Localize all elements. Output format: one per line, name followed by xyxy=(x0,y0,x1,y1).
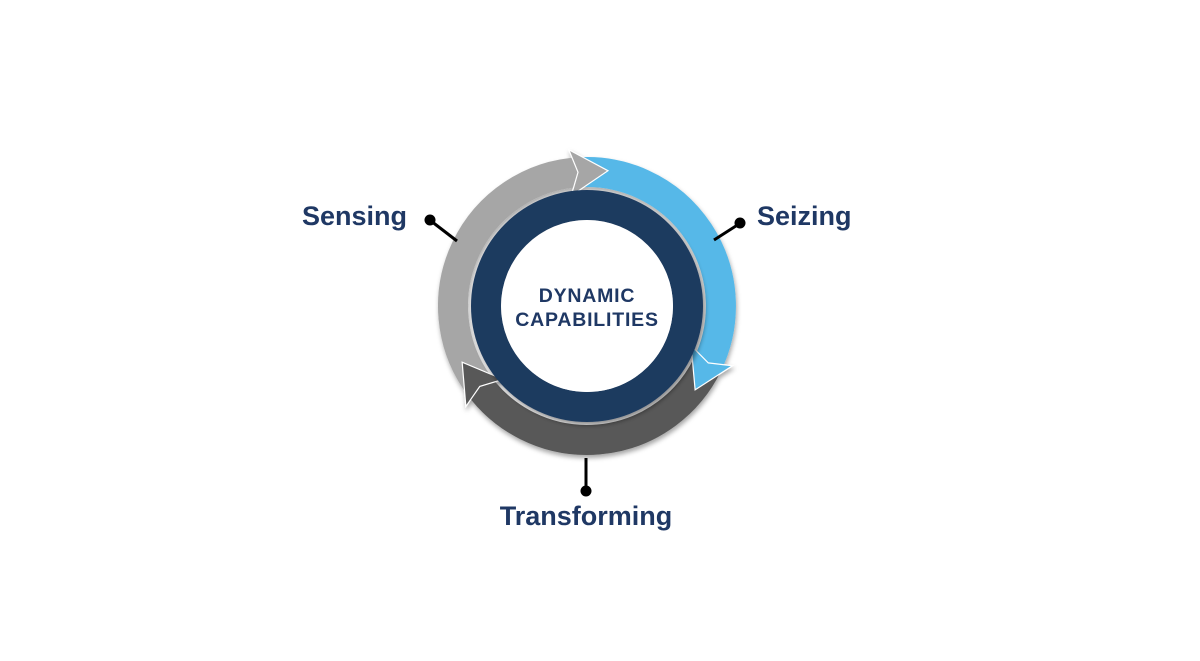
sensing-dot-icon xyxy=(424,214,436,226)
cycle-arrow-ring xyxy=(438,148,736,455)
sensing-connector xyxy=(424,214,458,243)
seizing-dot-icon xyxy=(734,217,746,229)
sensing-leader-line xyxy=(430,219,458,243)
sensing-arc xyxy=(438,157,582,394)
seizing-leader-line xyxy=(713,222,740,242)
inner-navy-ring xyxy=(471,190,703,422)
seizing-connector xyxy=(713,217,746,242)
transforming-label: Transforming xyxy=(500,501,673,531)
transforming-dot-icon xyxy=(580,485,592,497)
seizing-arc xyxy=(579,157,736,372)
transforming-arc xyxy=(466,357,721,455)
seizing-label: Seizing xyxy=(757,201,852,231)
transforming-connector xyxy=(580,458,592,497)
center-title-line1: DYNAMIC xyxy=(539,285,636,307)
center-hub xyxy=(501,220,673,392)
sensing-label: Sensing xyxy=(302,201,407,231)
center-title-line2: CAPABILITIES xyxy=(515,309,659,331)
